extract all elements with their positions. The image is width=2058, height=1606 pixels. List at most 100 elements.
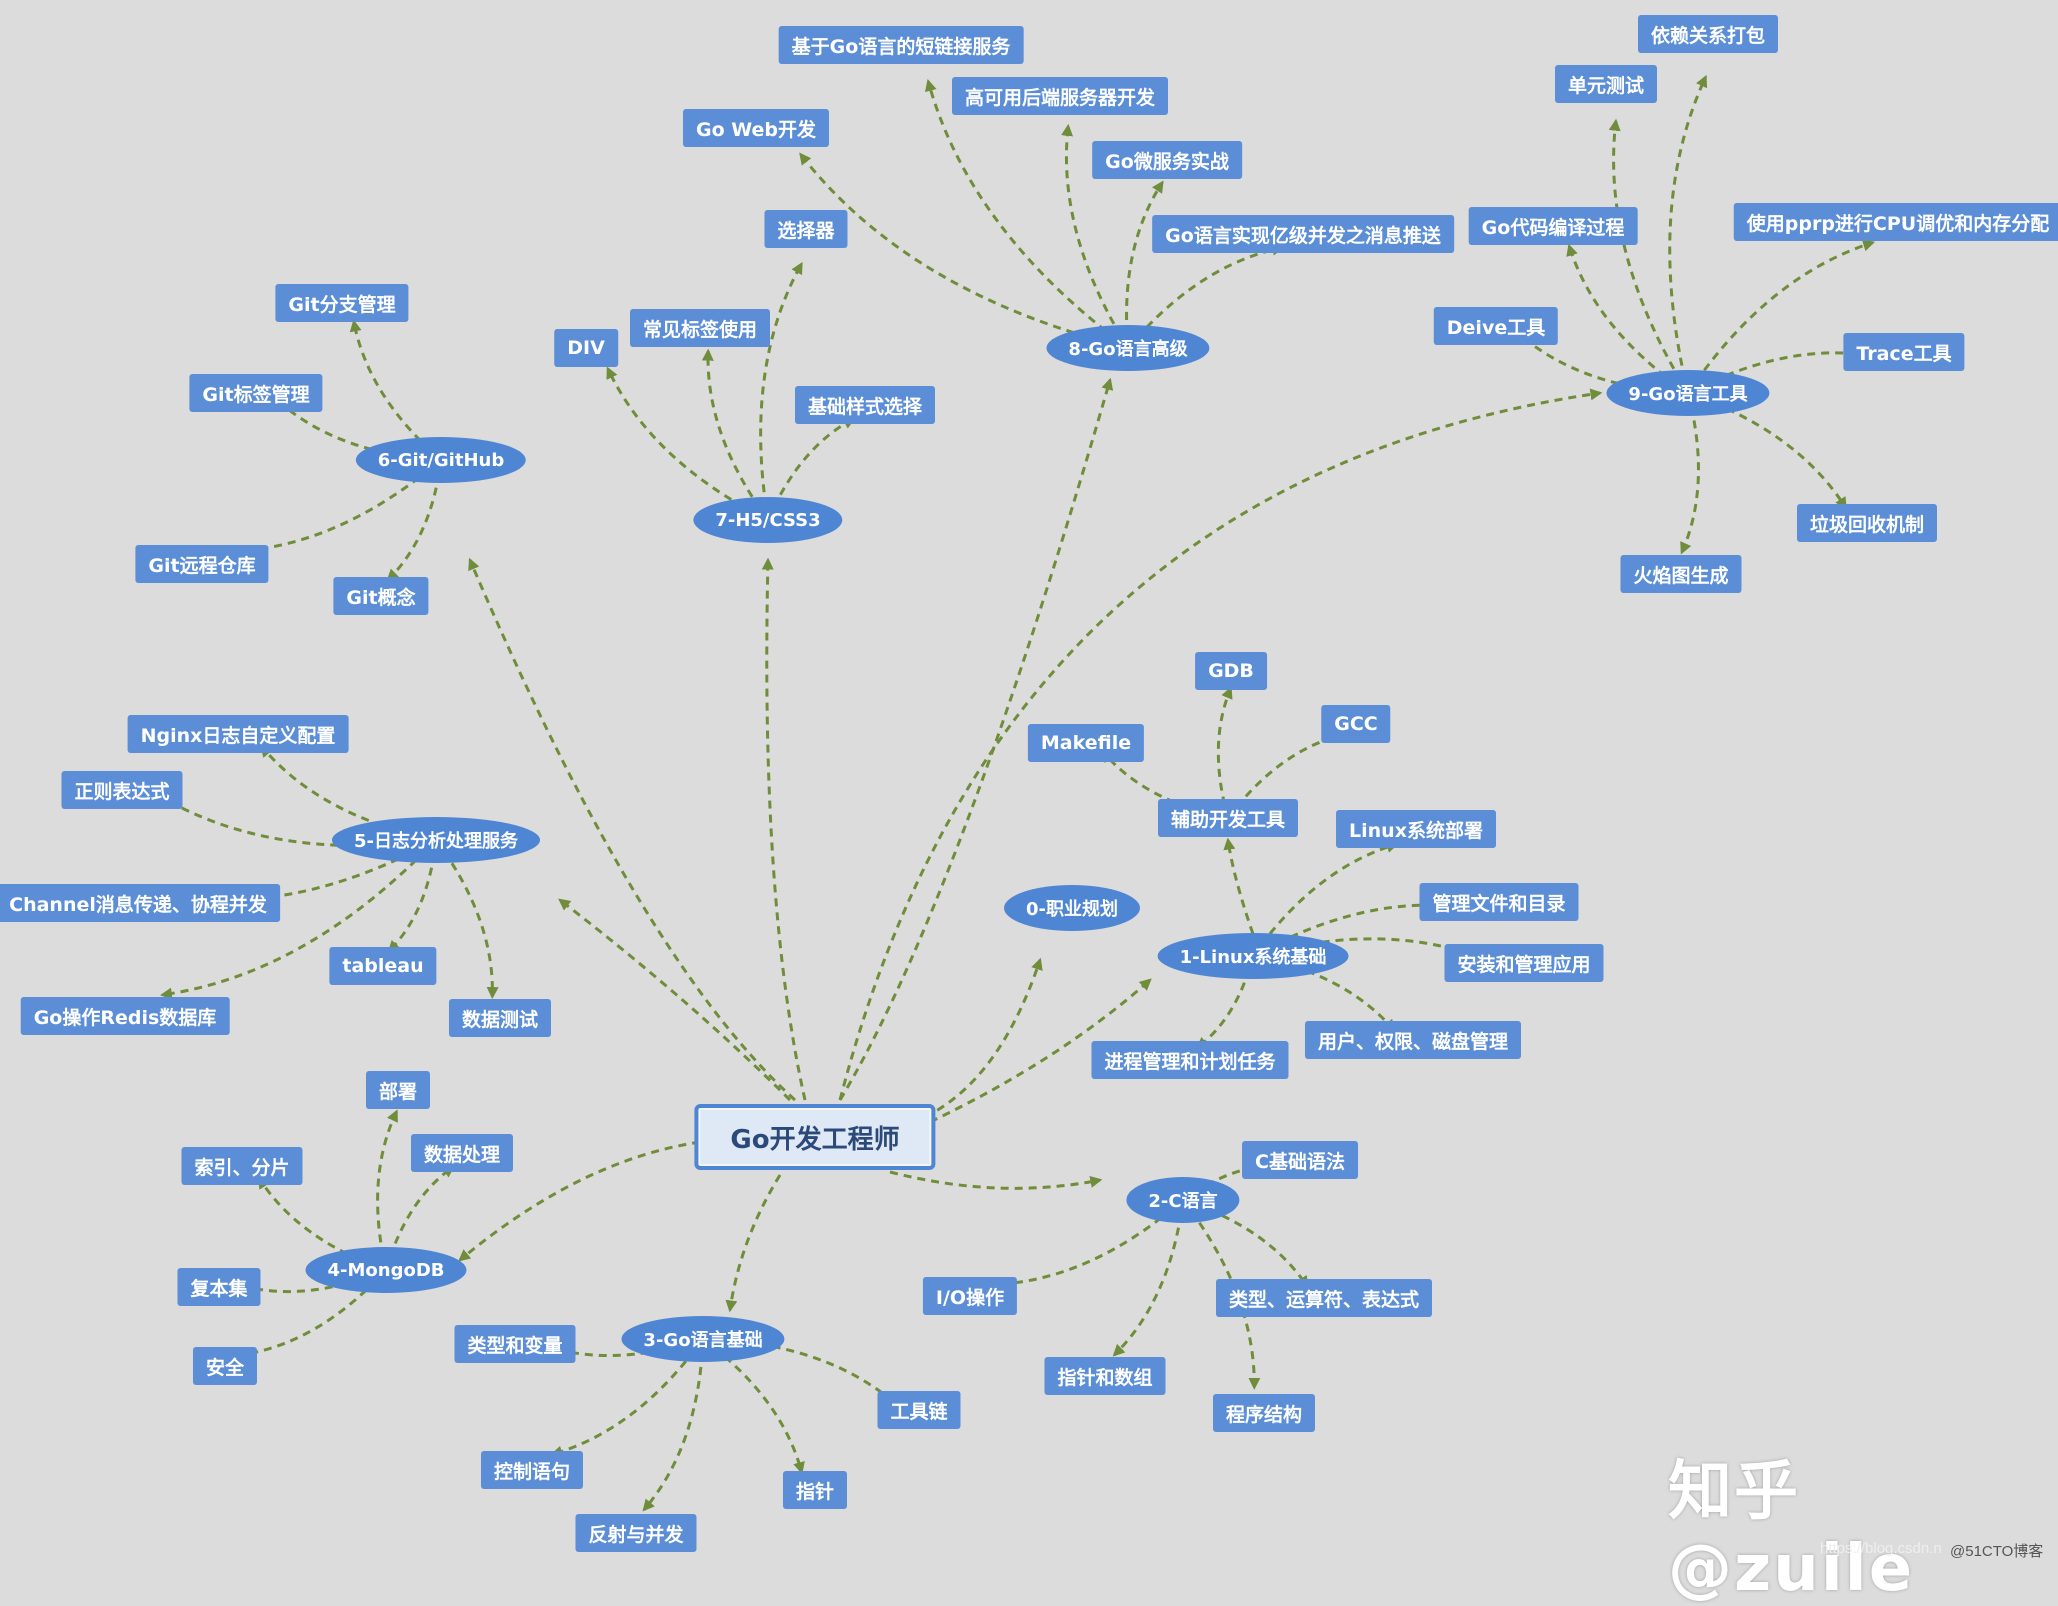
- branch-node-b7[interactable]: 7-H5/CSS3: [693, 497, 843, 543]
- link-b3-2: [550, 1338, 705, 1458]
- link-b1-1: [1251, 841, 1399, 957]
- branch-node-b1[interactable]: 1-Linux系统基础: [1157, 933, 1349, 979]
- leaf-node-b4-0[interactable]: 部署: [365, 1071, 431, 1109]
- link-b5-5: [434, 839, 499, 1000]
- leaf-node-b7-0[interactable]: DIV: [554, 329, 618, 367]
- root-link-b0: [924, 957, 1043, 1119]
- leaf-node-b1t-1[interactable]: GCC: [1321, 705, 1391, 743]
- branch-node-b4[interactable]: 4-MongoDB: [305, 1247, 467, 1293]
- leaf-node-b5-4[interactable]: tableau: [329, 947, 437, 985]
- leaf-node-b2-0[interactable]: C基础语法: [1242, 1141, 1358, 1179]
- leaf-node-b9-6[interactable]: 垃圾回收机制: [1796, 504, 1938, 542]
- leaf-node-b8-3[interactable]: Go微服务实战: [1092, 141, 1242, 179]
- leaf-node-b1-1[interactable]: Linux系统部署: [1336, 810, 1496, 848]
- link-b3-4: [702, 1337, 805, 1475]
- root-link-b7: [761, 557, 807, 1101]
- leaf-node-b4-4[interactable]: 安全: [192, 1347, 258, 1385]
- link-b9-6: [1687, 391, 1847, 510]
- leaf-node-b8-2[interactable]: 高可用后端服务器开发: [951, 77, 1169, 115]
- leaf-node-b6-0[interactable]: Git分支管理: [275, 284, 409, 322]
- mindmap-canvas: Go开发工程师 0-职业规划 1-Linux系统基础 Linux系统部署管理文件和目录…: [0, 15, 2058, 1552]
- leaf-node-b1-4[interactable]: 用户、权限、磁盘管理: [1304, 1021, 1522, 1059]
- branch-node-b0[interactable]: 0-职业规划: [1004, 885, 1140, 931]
- leaf-node-b8-0[interactable]: Go Web开发: [682, 109, 830, 147]
- leaf-node-b2-3[interactable]: 指针和数组: [1044, 1357, 1166, 1395]
- root-link-b4: [458, 1140, 701, 1262]
- leaf-node-b3-1[interactable]: 工具链: [877, 1391, 961, 1429]
- leaf-node-b5-2[interactable]: Channel消息传递、协程并发: [0, 884, 280, 922]
- leaf-node-b1-3[interactable]: 安装和管理应用: [1444, 944, 1604, 982]
- link-b6-1: [276, 399, 442, 462]
- branch-node-b3[interactable]: 3-Go语言基础: [621, 1316, 785, 1362]
- root-link-b2: [889, 1170, 1103, 1190]
- root-link-b1: [929, 978, 1152, 1124]
- root-link-b3: [725, 1174, 782, 1313]
- leaf-node-b2-2[interactable]: 类型、运算符、表达式: [1215, 1279, 1433, 1317]
- leaf-node-b1t-2[interactable]: Makefile: [1027, 724, 1145, 762]
- leaf-node-b9-5[interactable]: Trace工具: [1843, 333, 1965, 371]
- leaf-node-b6-2[interactable]: Git远程仓库: [135, 545, 269, 583]
- leaf-node-b5-0[interactable]: Nginx日志自定义配置: [127, 715, 349, 753]
- root-node[interactable]: Go开发工程师: [694, 1104, 936, 1170]
- leaf-node-b4-3[interactable]: 复本集: [177, 1268, 261, 1306]
- link-b3-3: [642, 1338, 705, 1512]
- credit-site: @51CTO博客: [1950, 1543, 2044, 1560]
- link-b9-2: [1566, 243, 1689, 395]
- branch-node-b1t[interactable]: 辅助开发工具: [1157, 799, 1299, 837]
- link-b7-1: [701, 348, 770, 521]
- link-b4-4: [241, 1268, 388, 1359]
- leaf-node-b2-4[interactable]: 程序结构: [1212, 1394, 1316, 1432]
- leaf-node-b3-2[interactable]: 控制语句: [480, 1451, 584, 1489]
- leaf-node-b1t-0[interactable]: GDB: [1195, 652, 1267, 690]
- leaf-node-b2-1[interactable]: I/O操作: [922, 1277, 1018, 1315]
- leaf-node-b9-1[interactable]: 单元测试: [1554, 65, 1658, 103]
- link-b9-3: [1686, 239, 1876, 394]
- leaf-node-b7-3[interactable]: 基础样式选择: [794, 386, 936, 424]
- leaf-node-b8-4[interactable]: Go语言实现亿级并发之消息推送: [1152, 215, 1454, 253]
- leaf-node-b5-3[interactable]: Go操作Redis数据库: [20, 997, 230, 1035]
- link-b5-3: [159, 838, 438, 1000]
- root-link-b8: [838, 377, 1114, 1101]
- leaf-node-b3-0[interactable]: 类型和变量: [454, 1325, 576, 1363]
- link-b2-4: [1181, 1199, 1261, 1390]
- leaf-node-b9-4[interactable]: Deive工具: [1433, 307, 1559, 345]
- leaf-node-b4-1[interactable]: 数据处理: [410, 1134, 514, 1172]
- leaf-node-b9-7[interactable]: 火焰图生成: [1620, 555, 1742, 593]
- leaf-node-b8-1[interactable]: 基于Go语言的短链接服务: [778, 26, 1024, 64]
- leaf-node-b6-1[interactable]: Git标签管理: [189, 374, 323, 412]
- credit-url: https://blog.csdn.n: [1820, 1540, 1942, 1557]
- leaf-node-b4-2[interactable]: 索引、分片: [181, 1147, 303, 1185]
- root-link-b9: [838, 388, 1603, 1101]
- branch-node-b8[interactable]: 8-Go语言高级: [1046, 325, 1210, 371]
- link-b3-0: [535, 1337, 704, 1357]
- leaf-node-b9-0[interactable]: 依赖关系打包: [1637, 15, 1779, 53]
- leaf-node-b9-2[interactable]: Go代码编译过程: [1468, 207, 1638, 245]
- leaf-node-b6-3[interactable]: Git概念: [333, 577, 429, 615]
- link-b9-0: [1668, 74, 1708, 394]
- link-b6-0: [349, 319, 442, 462]
- leaf-node-b7-1[interactable]: 常见标签使用: [629, 309, 771, 347]
- root-link-b6: [468, 557, 797, 1102]
- leaf-node-b1-5[interactable]: 进程管理和计划任务: [1091, 1041, 1289, 1079]
- leaf-node-b1-2[interactable]: 管理文件和目录: [1419, 883, 1579, 921]
- link-b8-2: [1061, 123, 1130, 349]
- branch-node-b6[interactable]: 6-Git/GitHub: [355, 437, 527, 483]
- link-b1-5: [1195, 955, 1255, 1049]
- link-b2-3: [1112, 1199, 1185, 1357]
- branch-node-b5[interactable]: 5-日志分析处理服务: [332, 817, 540, 863]
- branch-node-b9[interactable]: 9-Go语言工具: [1606, 370, 1770, 416]
- branch-node-b2[interactable]: 2-C语言: [1126, 1177, 1240, 1223]
- link-b8-3: [1125, 180, 1164, 349]
- leaf-node-b3-4[interactable]: 指针: [782, 1471, 848, 1509]
- link-b1-tools: [1223, 837, 1255, 935]
- zhihu-watermark: 知乎 @zuile: [1668, 1455, 1915, 1606]
- leaf-node-b3-3[interactable]: 反射与并发: [575, 1514, 697, 1552]
- link-b8-1: [924, 79, 1129, 350]
- leaf-node-b7-2[interactable]: 选择器: [764, 210, 848, 248]
- leaf-node-b5-5[interactable]: 数据测试: [448, 999, 552, 1037]
- leaf-node-b5-1[interactable]: 正则表达式: [61, 771, 183, 809]
- leaf-node-b9-3[interactable]: 使用pprp进行CPU调优和内存分配: [1733, 203, 2058, 241]
- link-b9-7: [1680, 392, 1700, 555]
- link-b8-0: [799, 152, 1129, 350]
- link-b7-2: [759, 261, 803, 521]
